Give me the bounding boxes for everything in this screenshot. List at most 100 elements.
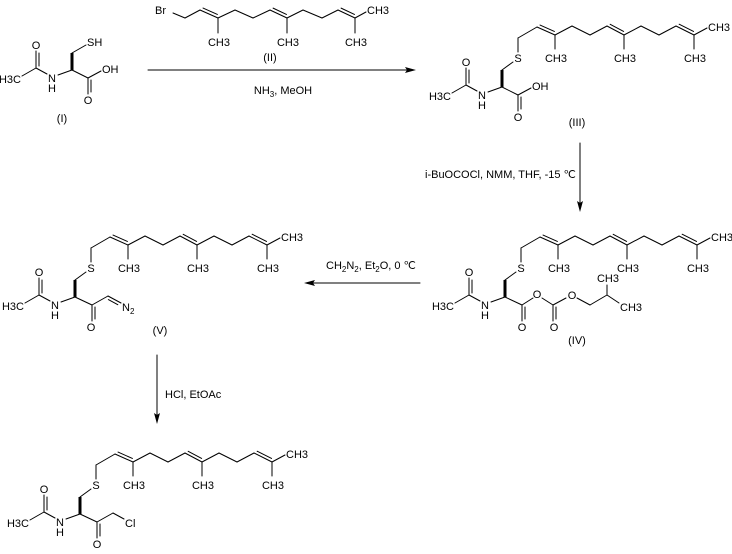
bond (114, 453, 134, 463)
bond (337, 9, 356, 19)
atom-label-ch3: CH3 (345, 37, 367, 49)
bond (589, 25, 608, 36)
atom-label-h: H (48, 83, 56, 95)
atom-label-h3c: H3C (429, 91, 451, 103)
bond (199, 9, 219, 19)
bond (465, 84, 478, 92)
bond (29, 511, 45, 521)
bond (451, 84, 467, 94)
bond (248, 235, 268, 246)
bond (606, 294, 620, 304)
atom-label-o: O (462, 57, 471, 69)
atom-label-ch3: CH3 (123, 480, 145, 492)
atom-label-ch3: CH3 (687, 263, 709, 275)
bond (132, 452, 151, 463)
atom-label-ch3: CH3 (597, 273, 619, 285)
bond (187, 450, 203, 459)
bond (196, 235, 215, 246)
bond (576, 297, 591, 306)
atom-label-ch3: CH3 (286, 449, 308, 461)
bond (60, 296, 76, 303)
bond (57, 69, 73, 76)
arrowhead-step1 (405, 67, 416, 73)
atom-label-ch3: CH3 (118, 263, 140, 275)
bond (269, 9, 288, 19)
bond (539, 236, 559, 246)
atom-label-h3c: H3C (7, 518, 29, 530)
atom-label-ch3: CH3 (281, 232, 303, 244)
bond (574, 235, 594, 246)
bond (612, 233, 628, 242)
bond (539, 24, 555, 32)
bond (38, 294, 51, 302)
arrowhead-step2 (577, 201, 583, 212)
bond (127, 235, 146, 246)
bond (213, 235, 233, 246)
bond (517, 26, 538, 39)
bond (571, 25, 591, 36)
bond (251, 233, 268, 242)
bond (302, 9, 323, 19)
bond (253, 452, 273, 463)
bond (626, 235, 645, 246)
bond (286, 9, 304, 19)
atom-label-s: S (514, 53, 521, 65)
bond (623, 25, 642, 36)
bond (501, 86, 519, 96)
bond (681, 233, 698, 242)
bond (658, 25, 677, 36)
bond (609, 235, 628, 246)
atom-label-o: O (84, 95, 93, 107)
atom-label-o: O (568, 290, 577, 302)
atom-label-s: S (517, 263, 524, 275)
atom-label-ch3: CH3 (545, 53, 567, 65)
bond (43, 511, 56, 519)
bond (678, 235, 698, 246)
bond (661, 235, 680, 246)
bond (321, 9, 339, 19)
bond (184, 9, 201, 19)
bond (675, 25, 695, 36)
bond (340, 7, 355, 15)
bond (35, 67, 48, 75)
bond (201, 452, 220, 463)
atom-label-h: H (481, 310, 489, 322)
bond (217, 9, 236, 19)
bond (109, 236, 129, 246)
bond (266, 237, 281, 246)
bond (236, 452, 255, 463)
bond (74, 271, 87, 281)
atom-label-ch3: CH3 (614, 53, 636, 65)
bond (231, 235, 250, 246)
bond (678, 23, 695, 32)
atom-label-h3c: H3C (2, 301, 24, 313)
atom-label-ch3: CH3 (684, 53, 706, 65)
atom-label-h3c: H3C (432, 301, 454, 313)
bond (592, 235, 611, 246)
atom-label-ch3: CH3 (708, 22, 730, 34)
bond (79, 513, 98, 523)
reagent-step1: NH3, MeOH (254, 85, 312, 99)
reaction-arrows (147, 67, 583, 424)
bond (354, 11, 367, 19)
bond (490, 296, 506, 303)
bond (79, 488, 92, 498)
atom-label-ch3: CH3 (257, 263, 279, 275)
atom-label-ch3: CH3 (277, 37, 299, 49)
bond (234, 9, 254, 19)
atom-label-oh: OH (532, 81, 549, 93)
bond (95, 453, 116, 466)
bond (609, 23, 625, 32)
bond (542, 234, 558, 242)
atom-label-o: O (514, 112, 523, 124)
atom-label-sh: SH (87, 37, 102, 49)
atom-label-o: O (40, 484, 49, 496)
bond (91, 295, 109, 306)
bond (468, 294, 481, 302)
atom-label-ch3: CH3 (548, 263, 570, 275)
atom-label-h3c: H3C (0, 74, 21, 86)
bond (606, 25, 625, 36)
